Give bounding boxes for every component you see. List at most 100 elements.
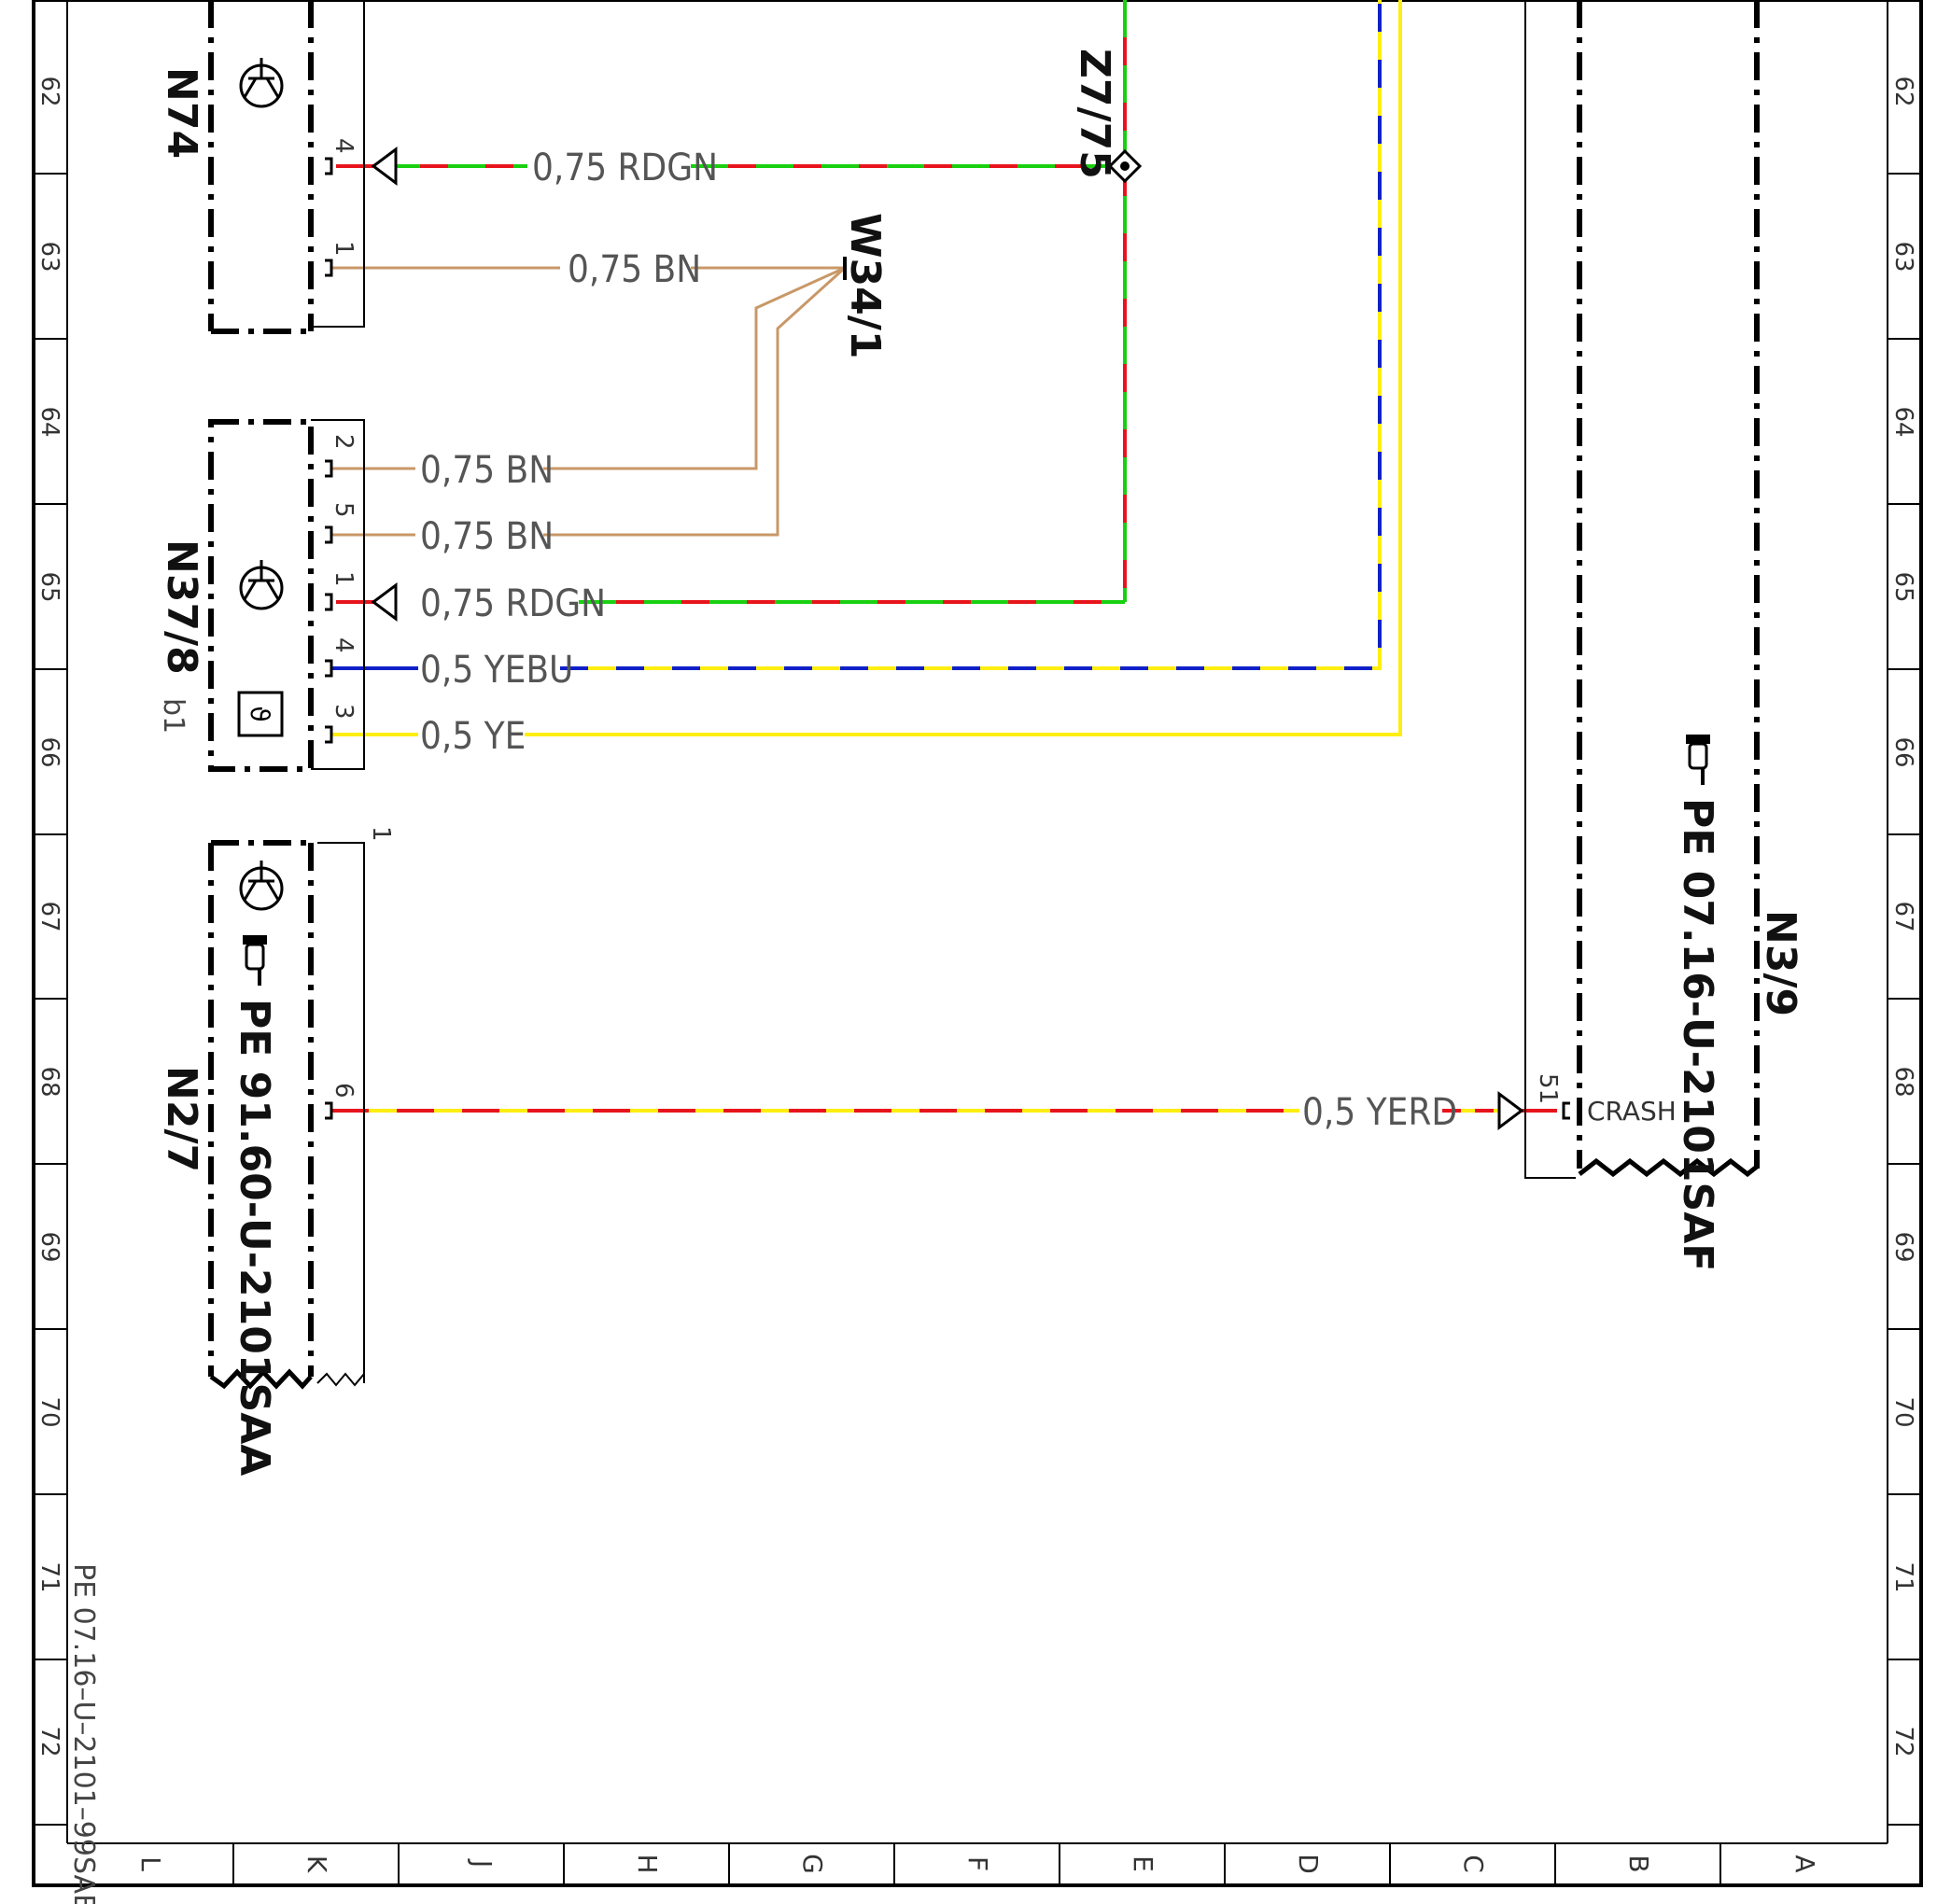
component-n3-9: PE 07.16-U-2101SAF N3/9 51 CRASH — [1524, 0, 1804, 1271]
component-label-n74: N74 — [158, 67, 205, 159]
pin-number: 3 — [330, 704, 358, 720]
wire-label-n37-pin1: 0,75 RDGN — [420, 582, 606, 625]
component-label-n2-7: N2/7 — [158, 1066, 205, 1172]
pin-n37-2: 2 — [325, 434, 358, 478]
pin-number: 2 — [330, 434, 358, 450]
pin-number: 6 — [330, 1083, 358, 1099]
pin-n74-4: 4 — [325, 138, 358, 175]
document-id: PE 07.16–U–2101–99SAE — [67, 1563, 100, 1904]
row-number: 67 — [35, 901, 63, 931]
column-letter: C — [1458, 1855, 1489, 1873]
row-number: 72 — [1889, 1726, 1917, 1757]
component-n37-8: ϑ N37/8 b1 2 5 1 4 3 — [157, 419, 365, 772]
row-number: 68 — [1889, 1066, 1917, 1097]
row-number: 66 — [35, 736, 63, 767]
column-letter: E — [1128, 1855, 1158, 1872]
column-letter: G — [797, 1854, 828, 1874]
pin-n74-1: 1 — [325, 241, 358, 277]
row-number: 69 — [1889, 1231, 1917, 1262]
wire-label-n37-pin2: 0,75 BN — [420, 449, 554, 492]
row-number: 63 — [35, 241, 63, 272]
row-number: 68 — [35, 1066, 63, 1097]
label-bg — [1299, 1087, 1442, 1134]
temperature-sensor-icon: ϑ — [237, 691, 284, 737]
row-number: 69 — [35, 1231, 63, 1262]
row-numbers-right: 62 63 64 65 66 67 68 69 70 71 72 — [1889, 76, 1917, 1757]
connector-arrow-icon — [371, 582, 398, 622]
pin-n37-1: 1 — [325, 571, 358, 611]
row-number: 71 — [35, 1561, 63, 1592]
pointing-hand-icon — [1686, 735, 1710, 785]
column-letter: L — [135, 1856, 166, 1871]
column-letter: B — [1623, 1855, 1654, 1872]
wire-labels: 0,75 RDGN 0,75 BN 0,75 BN 0,75 BN 0,75 R… — [420, 145, 1457, 1134]
pin-number: 4 — [330, 637, 358, 653]
pin-n37-5: 5 — [325, 502, 358, 544]
column-letters: L K J H G F E D C B A — [135, 1854, 1820, 1874]
pin-number: 4 — [330, 138, 358, 154]
splice-z7-75: Z7/75 — [1071, 49, 1143, 184]
row-number: 71 — [1889, 1561, 1917, 1592]
connector-arrows — [371, 147, 1524, 1130]
column-letter: H — [632, 1854, 663, 1873]
column-letter: F — [962, 1856, 993, 1871]
transistor-symbol-icon — [239, 560, 284, 610]
connector-arrow-icon — [371, 147, 398, 186]
svg-text:ϑ: ϑ — [245, 706, 275, 721]
pin-label-crash: CRASH — [1587, 1096, 1677, 1127]
pin-n3-51: 51 CRASH — [1534, 1073, 1677, 1127]
ground-label-w34-1: W34/1 — [841, 213, 889, 358]
row-number: 67 — [1889, 901, 1917, 931]
component-n2-7: PE 91.60-U-2101SAA N2/7 1 6 — [158, 826, 395, 1476]
wire-n37-pin3-ye — [331, 0, 1402, 736]
column-letter: D — [1293, 1854, 1324, 1874]
column-letter: A — [1790, 1855, 1820, 1872]
wire-label-n37-pin4: 0,5 YEBU — [420, 649, 573, 692]
row-number: 63 — [1889, 241, 1917, 272]
pin-n37-4: 4 — [325, 637, 358, 678]
component-n74: N74 4 1 — [158, 0, 365, 334]
row-number: 72 — [35, 1726, 63, 1757]
row-number: 62 — [1889, 76, 1917, 106]
wire-n37-pins-bn — [331, 266, 847, 537]
pin-n2-6: 6 — [325, 1083, 358, 1120]
connector-arrow-icon — [1497, 1091, 1524, 1130]
row-number: 66 — [1889, 736, 1917, 767]
wire-label-n37-pin5: 0,75 BN — [420, 515, 554, 558]
row-ticks — [34, 173, 1921, 1826]
ground-point-w34-1: W34/1 — [841, 213, 889, 358]
row-number: 62 — [35, 76, 63, 106]
pin-number: 51 — [1534, 1073, 1562, 1104]
row-number: 65 — [1889, 571, 1917, 602]
pin-number: 1 — [330, 571, 358, 587]
label-bg — [560, 247, 691, 290]
row-numbers-left: 62 63 64 65 66 67 68 69 70 71 72 — [35, 76, 63, 1757]
row-number: 70 — [1889, 1396, 1917, 1427]
wire-n37-pin4-yebu — [331, 0, 1382, 670]
row-number: 70 — [35, 1396, 63, 1427]
transistor-symbol-icon — [239, 58, 284, 108]
component-label-n3-9: N3/9 — [1757, 910, 1804, 1016]
pin-number: 1 — [330, 241, 358, 257]
splice-label-z7-75: Z7/75 — [1071, 49, 1118, 179]
column-dividers — [232, 1843, 1721, 1885]
pin-n37-3: 3 — [325, 704, 358, 744]
pin-number: 5 — [330, 502, 358, 518]
transistor-symbol-icon — [239, 861, 284, 911]
reference-label-n2-7: PE 91.60-U-2101SAA — [231, 999, 278, 1476]
row-number: 64 — [1889, 406, 1917, 437]
wire-label-n74-pin4: 0,75 RDGN — [532, 147, 718, 189]
wire-label-n37-pin3: 0,5 YE — [420, 715, 526, 758]
pin-number: 1 — [367, 826, 395, 842]
row-number: 64 — [35, 406, 63, 437]
pointing-hand-icon — [243, 935, 267, 986]
sub-label-b1: b1 — [157, 698, 189, 734]
label-bg — [527, 145, 691, 188]
wire-label-n2-pin6: 0,5 YERD — [1302, 1091, 1457, 1134]
sheet-frame — [32, 0, 1923, 1887]
column-letter: K — [302, 1855, 332, 1873]
wire-label-n74-pin1: 0,75 BN — [568, 248, 701, 291]
column-letter: J — [467, 1858, 498, 1868]
row-number: 65 — [35, 571, 63, 602]
